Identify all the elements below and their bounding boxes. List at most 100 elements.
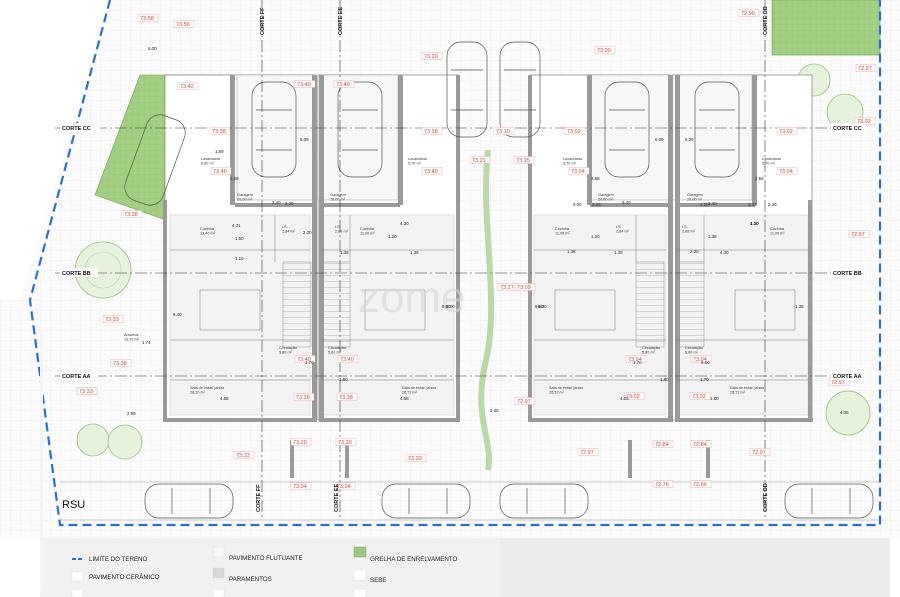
svg-text:Circulação: Circulação bbox=[279, 346, 297, 350]
dimension-labels: 6.001.592.584.311.501.109.401.742.994.68… bbox=[127, 46, 849, 416]
dimension-label: 9.40 bbox=[173, 312, 182, 317]
level-marker: 72.97 bbox=[749, 448, 771, 456]
dimension-label: 1.74 bbox=[142, 340, 151, 345]
svg-text:Lavandaria: Lavandaria bbox=[563, 157, 583, 161]
svg-text:11,00 m²: 11,00 m² bbox=[555, 232, 570, 236]
dimension-label: 1.59 bbox=[215, 149, 224, 154]
level-marker: 72.90 bbox=[738, 9, 760, 17]
level-marker: 73.00 bbox=[594, 46, 616, 54]
room-label: I.S.2,84 m² bbox=[616, 225, 630, 234]
level-marker: 73.04 bbox=[290, 482, 312, 490]
svg-text:73.02: 73.02 bbox=[567, 129, 581, 135]
level-marker: 73.20 bbox=[290, 438, 312, 446]
svg-text:73.33: 73.33 bbox=[236, 453, 250, 459]
dimension-label: 9.60 bbox=[535, 304, 544, 309]
svg-text:20,00 m²: 20,00 m² bbox=[687, 198, 703, 202]
svg-text:73.38: 73.38 bbox=[113, 361, 127, 367]
svg-text:11,00 m²: 11,00 m² bbox=[360, 232, 375, 236]
dimension-label: 1.80 bbox=[339, 377, 348, 382]
svg-text:73.33: 73.33 bbox=[79, 389, 93, 395]
legend-item: PAVIMENTO CERÂMICO bbox=[71, 571, 160, 582]
svg-text:Arrumos: Arrumos bbox=[124, 333, 138, 337]
level-marker: 73.40 bbox=[210, 167, 232, 175]
level-marker: 73.33 bbox=[405, 454, 427, 462]
dimension-label: 2.20 bbox=[700, 202, 709, 207]
level-marker: 73.02 bbox=[623, 392, 645, 400]
walls bbox=[163, 75, 813, 478]
car-icon bbox=[446, 41, 488, 138]
dimension-label: 2.58 bbox=[591, 176, 600, 181]
level-marker: 73.42 bbox=[177, 82, 199, 90]
level-marker: 73.40 bbox=[294, 355, 316, 363]
svg-text:20,00 m²: 20,00 m² bbox=[330, 198, 346, 202]
svg-text:72.97: 72.97 bbox=[831, 380, 845, 386]
svg-text:73.40: 73.40 bbox=[340, 357, 354, 363]
svg-text:Circulação: Circulação bbox=[642, 346, 660, 350]
svg-text:26,72 m²: 26,72 m² bbox=[402, 391, 418, 395]
svg-text:Lavandaria: Lavandaria bbox=[762, 157, 782, 161]
street-area-left bbox=[0, 0, 110, 300]
level-marker: 72.84 bbox=[690, 440, 712, 448]
level-marker: 73.40 bbox=[333, 80, 355, 88]
level-marker: 73.02 bbox=[689, 392, 711, 400]
svg-text:I.S.: I.S. bbox=[282, 225, 288, 229]
house-unit-4 bbox=[671, 74, 813, 421]
level-marker: 73.04 bbox=[334, 482, 356, 490]
svg-text:11,00 m²: 11,00 m² bbox=[770, 232, 785, 236]
svg-text:5,80 m²: 5,80 m² bbox=[685, 351, 699, 355]
svg-text:73.40: 73.40 bbox=[213, 169, 227, 175]
svg-text:GRELHA DE ENRELVAMENTO: GRELHA DE ENRELVAMENTO bbox=[370, 556, 458, 563]
svg-text:Circulação: Circulação bbox=[685, 346, 703, 350]
legend-item: PARAMENTOS bbox=[212, 567, 272, 583]
svg-text:73.58: 73.58 bbox=[140, 16, 154, 22]
dimension-label: 1.38 bbox=[795, 304, 804, 309]
svg-text:72.97: 72.97 bbox=[752, 450, 766, 456]
svg-text:2,84 m²: 2,84 m² bbox=[282, 230, 296, 234]
svg-text:73.38: 73.38 bbox=[124, 212, 138, 218]
section-label-bb: CORTE BB bbox=[62, 271, 91, 277]
car-icon bbox=[144, 483, 234, 519]
level-marker: 73.38 bbox=[293, 393, 315, 401]
svg-text:73.00: 73.00 bbox=[597, 48, 611, 54]
car-icon bbox=[499, 483, 589, 519]
legend: LIMITE DO TERENO PAVIMENTO CERÂMICO PAVI… bbox=[0, 538, 900, 597]
dimension-label: 1.38 bbox=[567, 249, 576, 254]
section-label-ff: CORTE FF bbox=[256, 484, 262, 512]
svg-text:72.84: 72.84 bbox=[655, 442, 669, 448]
section-label-cc: CORTE CC bbox=[62, 126, 91, 132]
dimension-label: 1.20 bbox=[388, 234, 397, 239]
level-marker: 72.97 bbox=[855, 64, 877, 72]
dimension-label: 1.80 bbox=[660, 377, 669, 382]
svg-text:Sala de estar/ jantar: Sala de estar/ jantar bbox=[190, 386, 225, 390]
dimension-label: 4.30 bbox=[400, 221, 409, 226]
svg-text:PARAMENTOS: PARAMENTOS bbox=[229, 576, 272, 583]
svg-text:20,00 m²: 20,00 m² bbox=[598, 198, 614, 202]
room-label: I.S.2,84 m² bbox=[282, 225, 296, 234]
level-marker: 73.33 bbox=[76, 387, 98, 395]
level-marker: 73.38 bbox=[336, 393, 358, 401]
svg-text:73.04: 73.04 bbox=[693, 357, 707, 363]
tree-icon bbox=[107, 424, 143, 460]
central-hedge bbox=[478, 149, 495, 471]
level-marker: 73.56 bbox=[173, 20, 195, 28]
level-marker: 73.04 bbox=[776, 167, 798, 175]
svg-text:LIMITE DO TERENO: LIMITE DO TERENO bbox=[89, 556, 148, 563]
svg-text:Sala de estar/ jantar: Sala de estar/ jantar bbox=[402, 386, 437, 390]
dimension-label: 6.09 bbox=[300, 137, 309, 142]
car-icon bbox=[337, 81, 383, 178]
dimension-label: 2.20 bbox=[690, 249, 699, 254]
dimension-label: 1.80 bbox=[710, 396, 719, 401]
section-label-dd: CORTE DD bbox=[763, 6, 769, 35]
level-marker: 72.76 bbox=[652, 480, 674, 488]
grass-grid-right bbox=[771, 0, 881, 56]
level-marker: 72.66 bbox=[690, 480, 712, 488]
svg-text:I.S.: I.S. bbox=[682, 225, 688, 229]
